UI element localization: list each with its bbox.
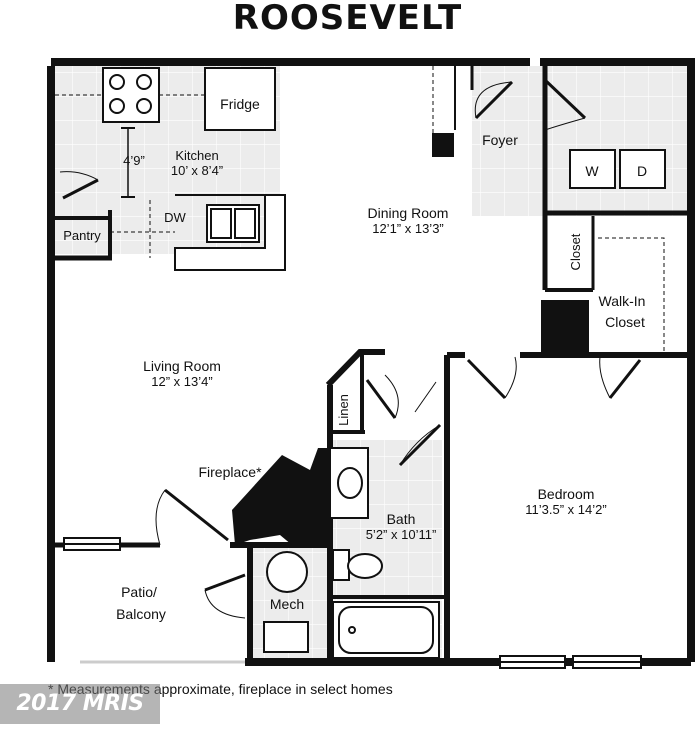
laundry-fixtures xyxy=(569,149,666,189)
patio-line2: Balcony xyxy=(116,606,166,622)
walkin-line1: Walk-In xyxy=(599,293,646,309)
pantry-label: Pantry xyxy=(63,228,101,243)
patio-line1: Patio/ xyxy=(121,584,157,600)
structural-blocks xyxy=(232,133,589,545)
living-size: 12” x 13’4” xyxy=(151,374,212,389)
fridge-label: Fridge xyxy=(220,96,260,112)
dining-name: Dining Room xyxy=(368,205,449,221)
bedroom-name: Bedroom xyxy=(538,486,595,502)
linen-label: Linen xyxy=(336,394,351,426)
doors xyxy=(59,62,642,664)
foyer-label: Foyer xyxy=(482,132,518,148)
watermark: 2017 MRIS xyxy=(0,684,160,724)
counter-lines xyxy=(55,66,665,355)
living-name: Living Room xyxy=(143,358,221,374)
closet-label: Closet xyxy=(568,233,583,270)
plan-title: ROOSEVELT xyxy=(232,0,463,38)
kitchen-fixtures xyxy=(102,67,286,271)
mech-label: Mech xyxy=(270,596,304,612)
windows xyxy=(63,537,642,669)
washer-label: W xyxy=(585,163,599,179)
fireplace-label: Fireplace* xyxy=(198,464,262,480)
dw-label: DW xyxy=(164,210,186,225)
bath-size: 5’2” x 10’11” xyxy=(366,527,437,542)
kitchen-size: 10’ x 8’4” xyxy=(171,163,223,178)
bath-name: Bath xyxy=(387,511,416,527)
bedroom-size: 11’3.5” x 14’2” xyxy=(525,502,606,517)
walkin-line2: Closet xyxy=(605,314,645,330)
kitchen-dimension: 4’9” xyxy=(123,153,145,168)
bath-fixtures xyxy=(263,447,440,659)
room-labels: Fridge Foyer Kitchen 10’ x 8’4” 4’9” DW … xyxy=(63,96,647,622)
kitchen-name: Kitchen xyxy=(175,148,218,163)
dryer-label: D xyxy=(637,163,647,179)
dining-size: 12’1” x 13’3” xyxy=(372,221,444,236)
